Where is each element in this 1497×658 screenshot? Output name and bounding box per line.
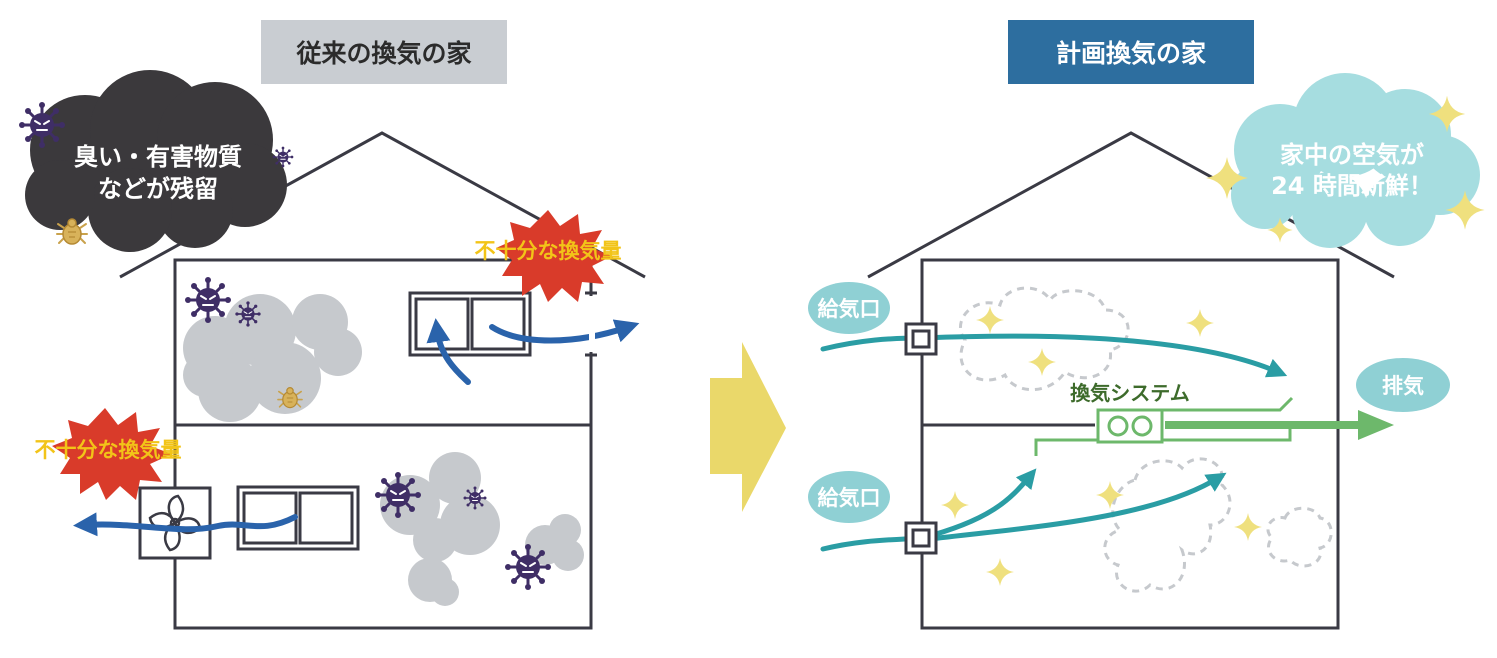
virus-icon — [503, 542, 553, 592]
air-intake-vent-lower — [904, 521, 938, 555]
intake-label-upper: 給気口 — [818, 297, 881, 321]
airflow-arrow-in — [426, 318, 471, 385]
sparkle-icon — [976, 306, 1004, 334]
transition-arrow — [710, 342, 786, 512]
sparkle-icon — [986, 558, 1014, 586]
air-intake-vent-upper — [904, 322, 938, 356]
sparkle-icon — [1186, 309, 1214, 337]
sparkle-icon — [1096, 481, 1124, 509]
exhaust-bubble — [1356, 358, 1450, 412]
airflow-arrow-out — [489, 319, 640, 344]
intake-bubble-lower — [808, 471, 890, 523]
intake-bubble-upper — [808, 282, 890, 334]
virus-icon — [373, 470, 423, 520]
wall-gap — [585, 291, 597, 357]
airflow-arrow-fan — [73, 512, 298, 537]
exhaust-fan-icon — [138, 486, 212, 560]
virus-icon — [271, 145, 295, 169]
fresh-cloud-text-line1: 家中の空気が — [1280, 141, 1424, 169]
airflow-arrow-upper — [820, 333, 1288, 378]
exhaust-label: 排気 — [1382, 374, 1424, 398]
sparkle-icon — [1028, 348, 1056, 376]
cleared-smoke — [958, 286, 1333, 593]
burst-lower-text: 不十分な換気量 — [35, 438, 182, 462]
virus-icon — [462, 485, 488, 511]
burst-upper — [496, 210, 612, 302]
title-planned: 計画換気の家 — [1008, 20, 1254, 84]
virus-icon — [183, 275, 233, 325]
smoke-upper — [183, 294, 362, 422]
ventilation-system-label: 換気システム — [1070, 381, 1189, 405]
exhaust-arrow-icon — [1358, 410, 1394, 440]
virus-icon — [234, 300, 262, 328]
fresh-cloud-text-line2: 24 時間新鮮！ — [1271, 172, 1433, 200]
dark-cloud-bubble — [25, 70, 287, 252]
fresh-cloud-bubble — [1231, 73, 1480, 248]
burst-upper-text: 不十分な換気量 — [475, 239, 622, 263]
sparkle-icon — [941, 491, 969, 519]
airflow-arrow-lower-b — [919, 472, 1227, 543]
ventilation-system — [1034, 396, 1394, 456]
window-icon — [408, 291, 532, 357]
burst-lower — [52, 408, 172, 500]
sparkle-icon — [1234, 513, 1262, 541]
title-conventional: 従来の換気の家 — [261, 20, 507, 84]
intake-label-lower: 給気口 — [818, 486, 881, 510]
virus-icon — [17, 100, 67, 150]
cloud-text-line1: 臭い・有害物質 — [74, 143, 242, 171]
window-icon — [236, 485, 360, 551]
smoke-lower — [380, 452, 584, 606]
cloud-text-line2: などが残留 — [98, 175, 218, 203]
